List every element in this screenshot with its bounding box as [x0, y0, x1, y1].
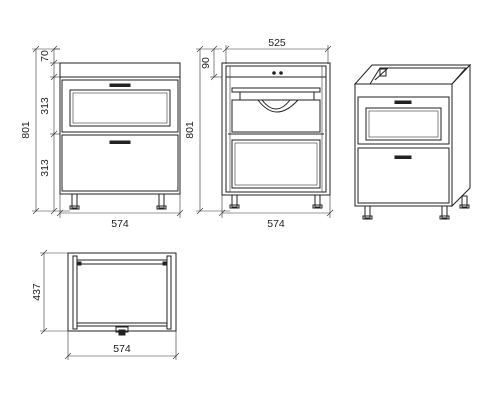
front-lower-drawer-height-label: 313	[39, 159, 51, 177]
front-leg-right	[158, 193, 165, 209]
plan-view: 437 574	[31, 249, 180, 360]
tap-hole-icon	[272, 71, 276, 75]
front-upper-drawer	[61, 79, 179, 133]
front-width-label: 574	[111, 218, 129, 230]
side-cabinet-frame	[221, 62, 331, 196]
iso-side-panel	[451, 63, 471, 208]
side-upper-drawer	[231, 99, 321, 133]
isometric-view	[353, 63, 472, 220]
iso-lower-drawer	[357, 147, 450, 204]
side-lower-drawer	[231, 139, 321, 189]
front-upper-drawer-height-label: 313	[39, 97, 51, 115]
iso-upper-drawer	[357, 96, 450, 145]
side-rail	[231, 87, 321, 93]
plan-outline	[67, 252, 177, 332]
front-lower-handle	[109, 140, 131, 144]
front-oven-window	[69, 89, 171, 127]
iso-lower-handle	[394, 155, 412, 159]
front-cabinet-body	[59, 62, 181, 195]
side-leg-left	[231, 194, 238, 208]
side-width-label: 574	[267, 218, 285, 230]
side-leg-right	[314, 194, 321, 208]
front-lower-drawer	[61, 134, 179, 192]
iso-leg-back-right	[461, 195, 468, 208]
iso-leg-front-left	[364, 205, 371, 219]
plan-depth-label: 437	[31, 283, 43, 301]
iso-upper-handle	[394, 100, 412, 104]
iso-leg-front-right	[441, 205, 448, 219]
iso-oven-window	[365, 107, 442, 141]
iso-bracket	[379, 68, 387, 77]
front-upper-handle	[109, 83, 131, 87]
front-leg-left	[71, 193, 78, 209]
side-top-height-label: 90	[200, 57, 212, 69]
plan-width-label: 574	[113, 343, 131, 355]
side-depth-label: 525	[268, 37, 286, 49]
front-view: 801 70 313 313 574	[20, 45, 184, 230]
front-total-height-label: 801	[20, 121, 32, 139]
iso-front-face	[354, 83, 453, 207]
side-section-view: 525 801 90	[184, 37, 334, 230]
plan-inner-box	[76, 259, 168, 327]
front-top-height-label: 70	[39, 50, 51, 62]
side-total-height-label: 801	[184, 121, 196, 139]
